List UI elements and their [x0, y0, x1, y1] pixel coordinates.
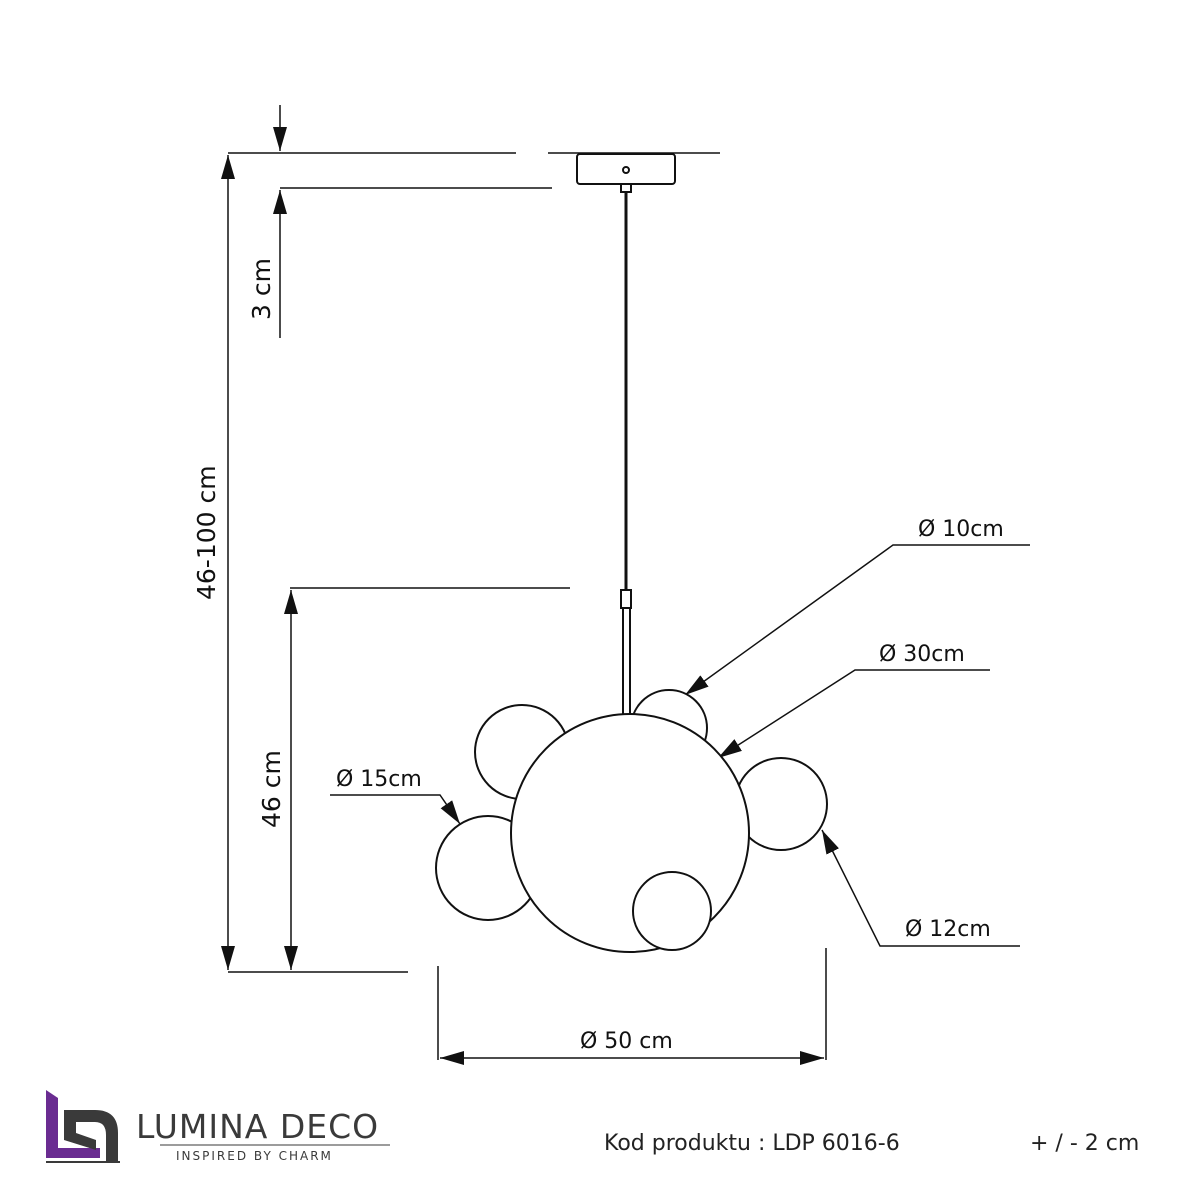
d30-label: Ø 30cm — [879, 642, 965, 667]
width-label: Ø 50 cm — [580, 1029, 673, 1054]
d12-label: Ø 12cm — [905, 917, 991, 942]
lumina-deco-logo: LUMINA DECO INSPIRED BY CHARM — [46, 1090, 390, 1163]
globe-30cm — [510, 713, 750, 953]
lamp — [435, 153, 828, 953]
d10-label: Ø 10cm — [918, 517, 1004, 542]
total-height-label: 46-100 cm — [192, 465, 221, 600]
lamp-height-label: 46 cm — [257, 750, 286, 828]
globe-bottom — [632, 871, 712, 951]
d15-label: Ø 15cm — [336, 767, 422, 792]
tolerance: + / - 2 cm — [1030, 1131, 1139, 1156]
brand-tagline: INSPIRED BY CHARM — [176, 1149, 333, 1163]
brand-name: LUMINA DECO — [136, 1107, 379, 1146]
canopy-height-label: 3 cm — [247, 258, 276, 320]
product-code: Kod produktu : LDP 6016-6 — [604, 1131, 900, 1156]
